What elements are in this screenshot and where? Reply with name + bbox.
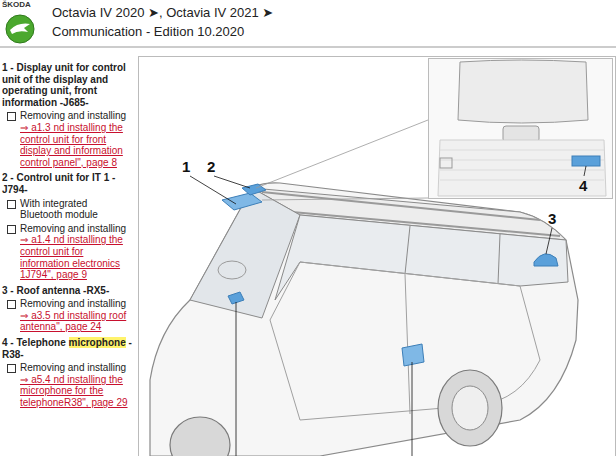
header-subtitle: Communication - Edition 10.2020 <box>52 24 244 39</box>
cross-reference-link: ⇒ a5.4 nd installing the microphone for … <box>20 374 128 408</box>
checkbox-symbol <box>7 364 16 373</box>
part-name: 2 - Control unit for IT 1 -J794- <box>2 172 115 195</box>
leader-line <box>546 228 552 254</box>
highlighted-word: microphone <box>69 337 126 348</box>
part-highlight <box>402 344 424 366</box>
checkbox-symbol <box>7 200 16 209</box>
car-body <box>150 183 578 456</box>
logo-circle <box>6 15 34 43</box>
logo-arrow <box>10 24 30 34</box>
callout-number: 4 <box>579 177 587 194</box>
window-pillar <box>405 226 410 274</box>
cross-reference-link: ⇒ a1.4 nd installing the control unit fo… <box>20 234 123 280</box>
inset-link <box>256 120 428 188</box>
instruction-text: With integrated Bluetooth module <box>20 198 98 221</box>
roof-console <box>458 60 588 123</box>
leader-line <box>412 362 413 456</box>
callout-number: 1 <box>182 158 190 175</box>
instruction-text: Removing and installing <box>20 110 126 121</box>
console-icon <box>440 158 452 168</box>
header-title: Octavia IV 2020 ➤, Octavia IV 2021 ➤ <box>52 5 273 20</box>
item-heading: 2 - Control unit for IT 1 -J794- <box>2 172 132 195</box>
figure-frame <box>139 57 616 456</box>
instruction-text: Removing and installing <box>20 223 126 234</box>
headliner-line <box>440 150 604 151</box>
checkbox-symbol <box>7 225 16 234</box>
bullet-item: With integrated Bluetooth module <box>2 198 132 221</box>
instruction-text: Removing and installing <box>20 298 126 309</box>
parts-list: 1 - Display unit for control unit of the… <box>2 58 132 409</box>
part-name: 4 - Telephone <box>2 337 66 348</box>
part-name: 1 - Display unit for control unit of the… <box>2 62 126 108</box>
wheel-rim <box>452 386 488 430</box>
cross-reference-link: ⇒ a1.3 nd installing the control unit fo… <box>20 122 123 168</box>
windshield <box>190 188 300 318</box>
instruction-text: Removing and installing <box>20 362 126 373</box>
item-heading: 1 - Display unit for control unit of the… <box>2 62 132 108</box>
headliner-line <box>440 170 604 171</box>
side-windows <box>275 215 568 300</box>
header-rule <box>0 47 616 48</box>
brand-name: ŠKODA <box>2 0 31 9</box>
checkbox-symbol <box>7 112 16 121</box>
display-unit-j685 <box>222 193 262 210</box>
item-heading: 4 - Telephone microphone -R38- <box>2 337 132 360</box>
roof-antenna-rx5 <box>534 254 558 266</box>
door-line <box>405 274 410 414</box>
window-pillar <box>498 234 500 284</box>
leader-line <box>214 176 250 188</box>
inset-frame <box>429 59 613 199</box>
wheel <box>170 417 230 456</box>
steering-wheel <box>218 261 246 279</box>
leader-line <box>236 302 237 456</box>
bullet-item: Removing and installing ⇒ a1.4 nd instal… <box>2 223 132 281</box>
part-name: 3 - Roof antenna -RX5- <box>2 285 109 296</box>
headliner <box>438 140 606 196</box>
callout-number: 3 <box>548 210 556 227</box>
wheel <box>438 370 502 446</box>
bullet-item: Removing and installing ⇒ a5.4 nd instal… <box>2 362 132 408</box>
leader-line <box>584 166 586 176</box>
bullet-item: Removing and installing ⇒ a1.3 nd instal… <box>2 110 132 168</box>
callout-number: 2 <box>207 158 215 175</box>
inset-link <box>262 198 428 200</box>
cross-reference-link: ⇒ a3.5 nd installing roof antenna", page… <box>20 310 126 333</box>
item-heading: 3 - Roof antenna -RX5- <box>2 285 132 297</box>
checkbox-symbol <box>7 300 16 309</box>
leader-line <box>190 176 236 204</box>
bullet-item: Removing and installing ⇒ a3.5 nd instal… <box>2 298 132 333</box>
microphone-r38 <box>572 156 600 166</box>
